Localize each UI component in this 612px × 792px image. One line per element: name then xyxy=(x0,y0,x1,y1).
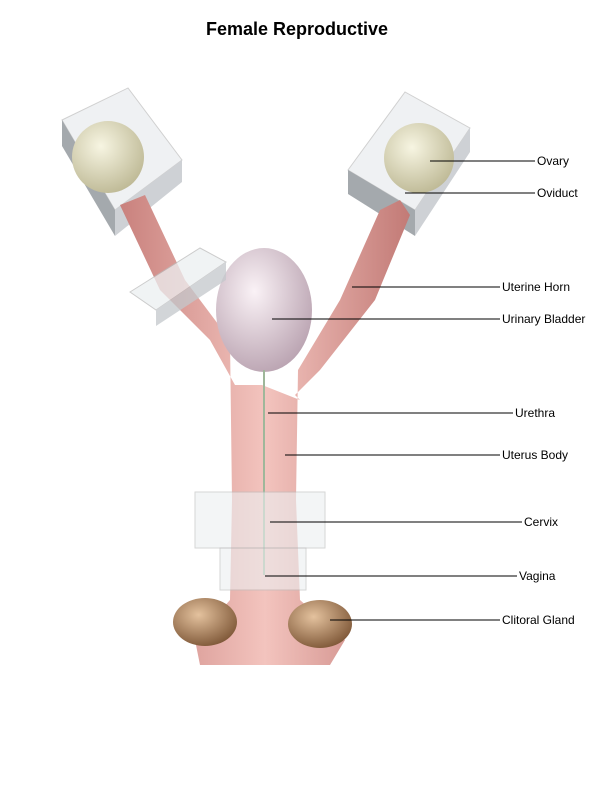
label-urinary-bladder: Urinary Bladder xyxy=(502,312,586,326)
label-uterine-horn: Uterine Horn xyxy=(502,280,571,294)
horn-box xyxy=(129,247,227,326)
right-clitoral-gland xyxy=(288,600,352,648)
vagina-box xyxy=(219,547,307,591)
label-oviduct: Oviduct xyxy=(537,186,578,200)
label-uterus-body: Uterus Body xyxy=(502,448,569,462)
diagram-title: Female Reproductive xyxy=(205,19,389,39)
right-ovary xyxy=(384,123,454,193)
cervix-box xyxy=(194,491,326,549)
left-clitoral-gland xyxy=(173,598,237,646)
label-clitoral-gland: Clitoral Gland xyxy=(502,613,575,627)
label-ovary: Ovary xyxy=(537,154,570,168)
label-urethra: Urethra xyxy=(515,406,556,420)
label-vagina: Vagina xyxy=(519,569,556,583)
label-cervix: Cervix xyxy=(524,515,559,529)
left-ovary xyxy=(72,121,144,193)
urinary-bladder-shape xyxy=(216,248,312,372)
